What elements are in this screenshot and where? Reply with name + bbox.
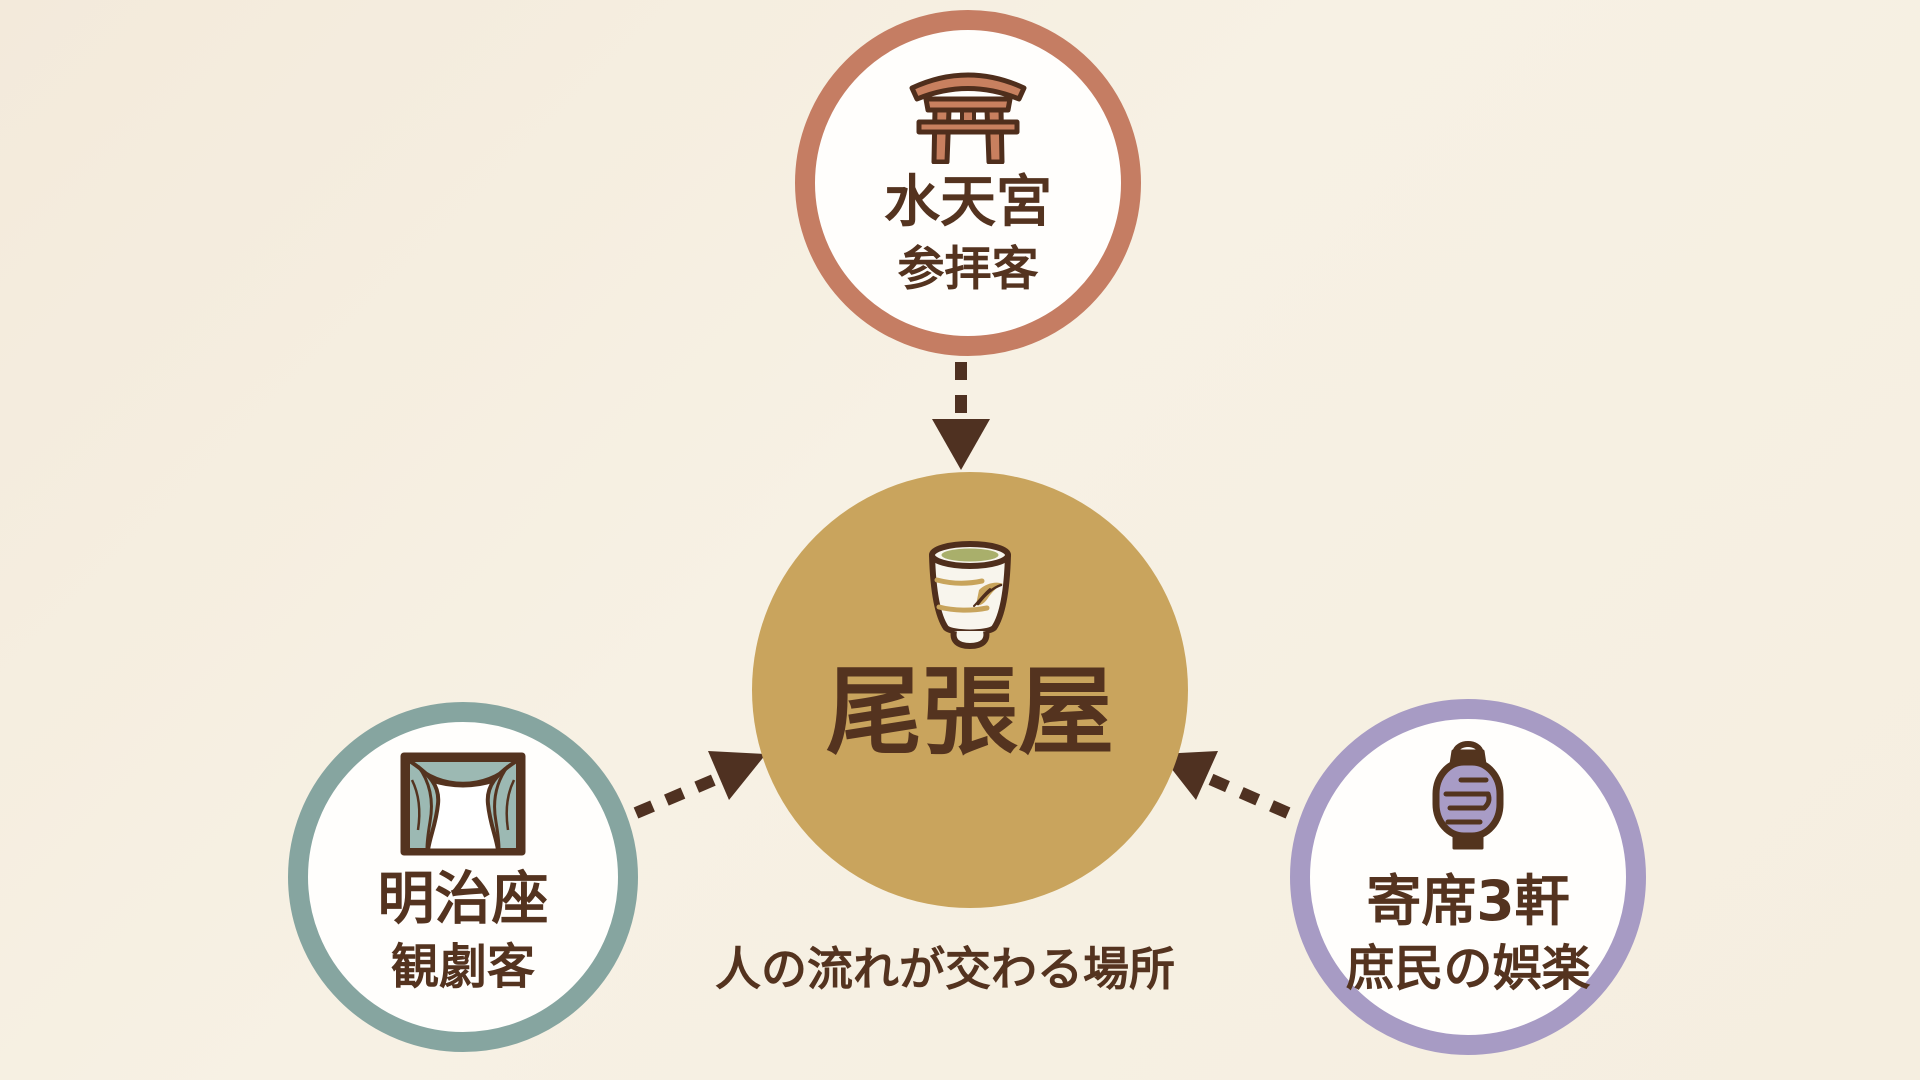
paper-lantern-icon [1432, 741, 1504, 850]
torii-gate-icon [909, 72, 1027, 164]
arrow-top-down [932, 362, 990, 470]
theater-curtain-icon [400, 752, 526, 856]
node-suitengu-title: 水天宮 [884, 170, 1052, 235]
node-owariya-center: 尾張屋 [752, 472, 1188, 908]
center-caption: 人の流れが交わる場所 [715, 942, 1175, 996]
node-meijiza: 明治座 観劇客 [288, 702, 638, 1052]
node-suitengu-subtitle: 参拝客 [897, 241, 1039, 297]
node-yose: 寄席3軒 庶民の娯楽 [1290, 699, 1646, 1055]
node-yose-subtitle: 庶民の娯楽 [1345, 939, 1591, 997]
arrow-right-up-left [1160, 751, 1291, 819]
teacup-icon [929, 541, 1011, 649]
arrow-left-up-right [633, 751, 766, 819]
node-suitengu: 水天宮 参拝客 [795, 10, 1141, 356]
node-meijiza-subtitle: 観劇客 [390, 938, 535, 995]
node-yose-title: 寄席3軒 [1366, 869, 1570, 933]
node-meijiza-title: 明治座 [377, 866, 549, 932]
center-title: 尾張屋 [826, 656, 1114, 768]
